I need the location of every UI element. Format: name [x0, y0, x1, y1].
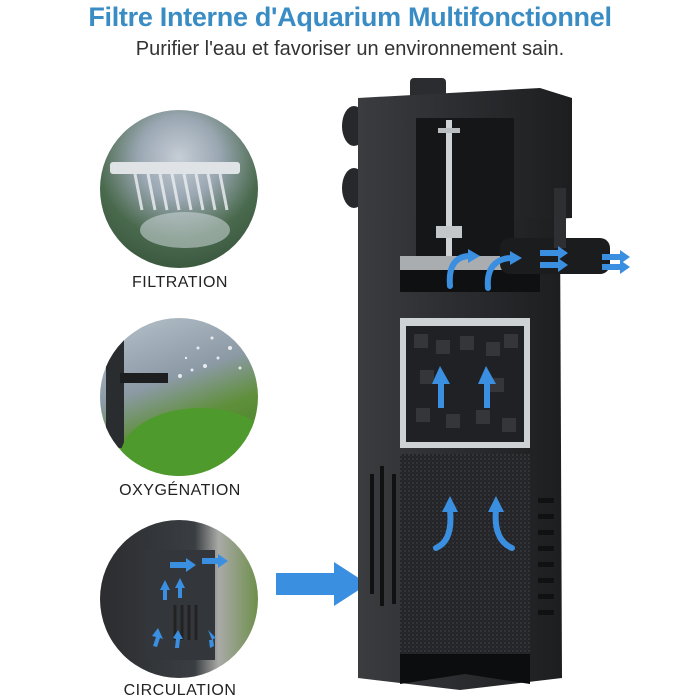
arrow-right-icon	[276, 562, 368, 606]
page-title: Filtre Interne d'Aquarium Multifonctionn…	[88, 2, 612, 32]
feature-circulation: CIRCULATION	[100, 520, 260, 699]
oxygenation-photo	[100, 318, 258, 476]
filter-cutaway-diagram	[342, 78, 630, 690]
feature-oxygenation: OXYGÉNATION	[100, 318, 260, 499]
feature-label: OXYGÉNATION	[119, 482, 241, 499]
circulation-photo	[100, 520, 258, 678]
feature-label: FILTRATION	[132, 274, 228, 291]
page-subtitle: Purifier l'eau et favoriser un environne…	[135, 38, 565, 60]
feature-label: CIRCULATION	[123, 682, 237, 699]
feature-filtration: FILTRATION	[100, 110, 260, 291]
filtration-photo	[100, 110, 258, 268]
